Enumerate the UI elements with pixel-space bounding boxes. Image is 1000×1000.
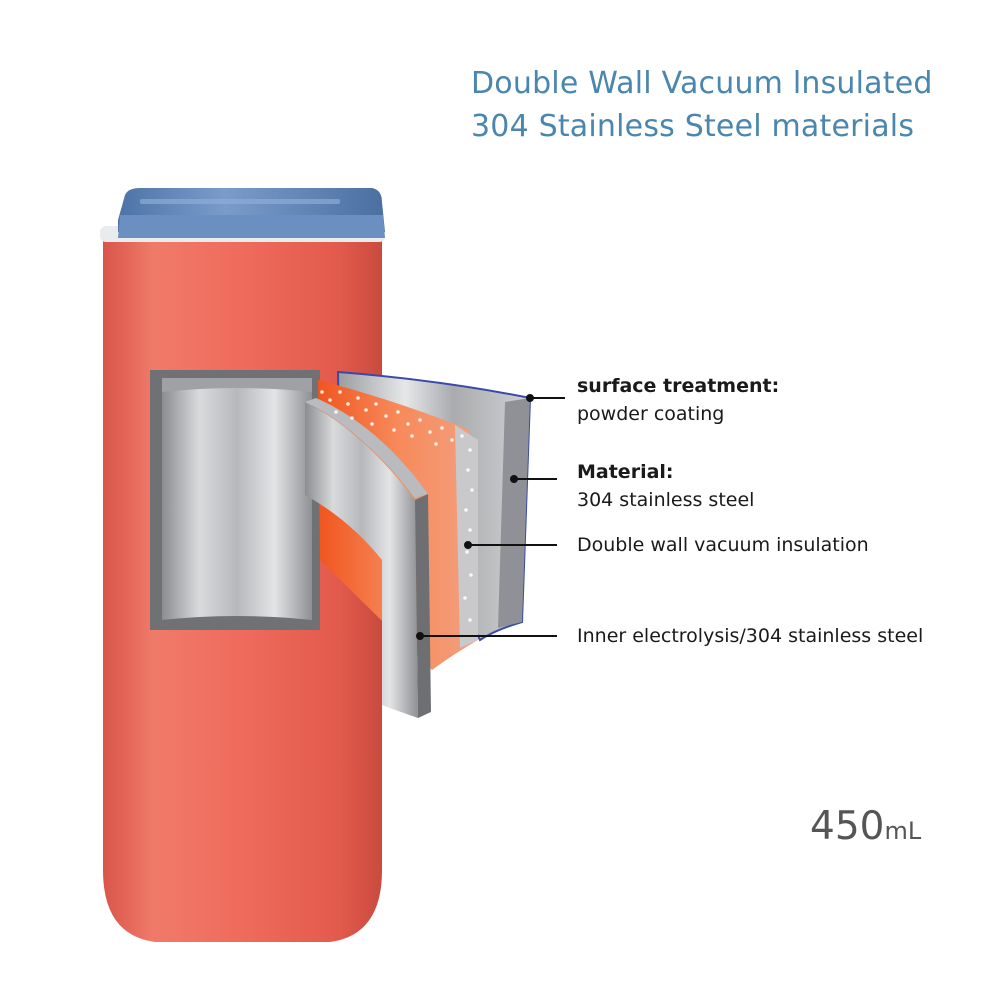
- vacuum-speckles: [320, 390, 474, 622]
- headline: Double Wall Vacuum lnsulated 304 Stainle…: [471, 62, 933, 148]
- callout-material: Material: 304 stainless steel: [577, 458, 754, 514]
- connector-vacuum-dot: [464, 541, 472, 549]
- callout-material-text: 304 stainless steel: [577, 489, 755, 511]
- capacity-unit: mL: [884, 817, 922, 845]
- headline-line-2: 304 Stainless Steel materials: [471, 109, 915, 144]
- callout-surface-text: powder coating: [577, 403, 725, 425]
- headline-line-1: Double Wall Vacuum lnsulated: [471, 66, 933, 101]
- capacity-value: 450: [810, 804, 885, 849]
- capacity-label: 450mL: [810, 804, 921, 849]
- callout-vacuum-text: Double wall vacuum insulation: [577, 534, 869, 556]
- inner-wall-layer: [305, 398, 431, 718]
- callout-inner-steel: Inner electrolysis/304 stainless steel: [577, 622, 923, 650]
- connector-surface-dot: [526, 394, 534, 402]
- inner-steel-window: [150, 370, 320, 630]
- callout-inner-text: Inner electrolysis/304 stainless steel: [577, 625, 924, 647]
- connector-material-dot: [510, 475, 518, 483]
- callout-surface-treatment: surface treatment: powder coating: [577, 372, 779, 428]
- callout-vacuum-insulation: Double wall vacuum insulation: [577, 531, 869, 559]
- callout-surface-heading: surface treatment:: [577, 375, 780, 397]
- callout-material-heading: Material:: [577, 461, 674, 483]
- connector-inner-dot: [416, 632, 424, 640]
- lid: [100, 188, 385, 242]
